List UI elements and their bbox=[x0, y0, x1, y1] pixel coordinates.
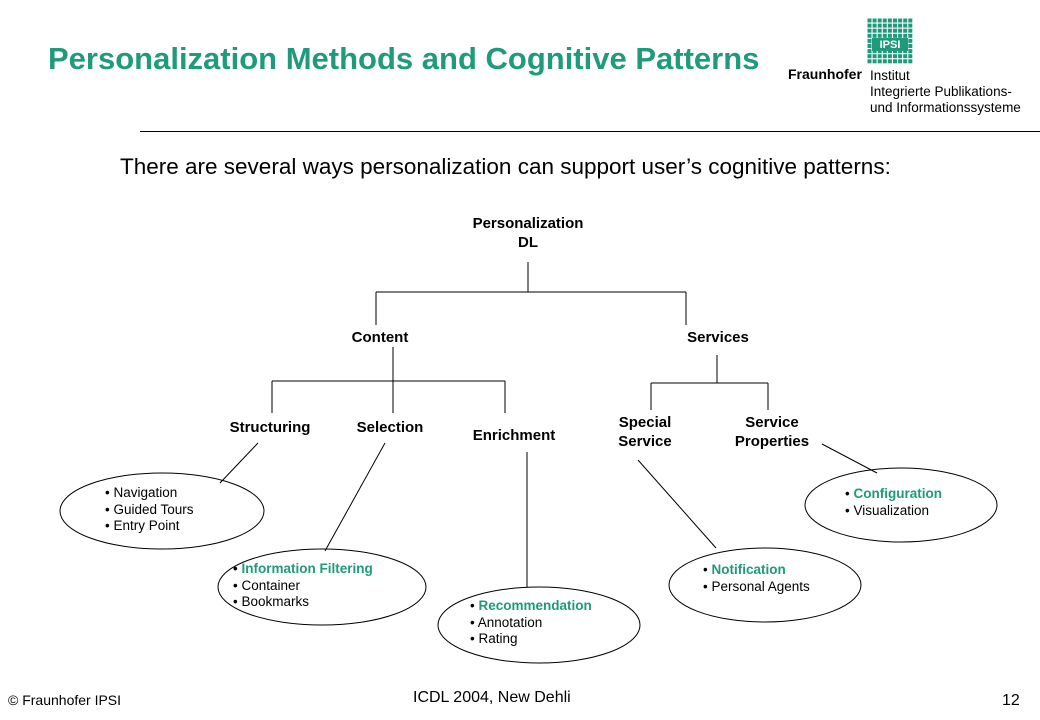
connector bbox=[637, 459, 717, 549]
oval-enrichment-list: • Recommendation • Annotation • Rating bbox=[470, 598, 592, 648]
node-props-line1: Service bbox=[745, 414, 799, 431]
slide-title: Personalization Methods and Cognitive Pa… bbox=[48, 41, 760, 76]
highlight-item: Configuration bbox=[853, 486, 942, 501]
connector bbox=[219, 442, 259, 484]
node-root-line1: Personalization bbox=[472, 215, 584, 232]
oval-special-service-list: • Notification • Personal Agents bbox=[703, 562, 810, 595]
title-divider bbox=[140, 131, 1040, 132]
footer-copyright: © Fraunhofer IPSI bbox=[8, 692, 122, 708]
node-content: Content bbox=[351, 329, 409, 346]
bullet: • bbox=[470, 598, 479, 613]
list-item: • Guided Tours bbox=[105, 501, 194, 517]
connector bbox=[324, 442, 386, 552]
node-selection: Selection bbox=[356, 419, 424, 436]
node-special-line1: Special bbox=[618, 414, 672, 431]
list-item: • Annotation bbox=[470, 614, 543, 630]
list-item: • Visualization bbox=[845, 502, 930, 518]
list-item: • Configuration bbox=[845, 486, 942, 503]
oval-enrichment bbox=[437, 586, 641, 664]
node-special-line2: Service bbox=[618, 433, 672, 450]
logo-line-3: und Informationssysteme bbox=[870, 100, 1021, 115]
list-item: • Recommendation bbox=[470, 598, 592, 615]
node-props-line2: Properties bbox=[734, 433, 810, 450]
node-enrichment: Enrichment bbox=[472, 427, 556, 444]
intro-text: There are several ways personalization c… bbox=[120, 154, 891, 179]
footer-event: ICDL 2004, New Dehli bbox=[413, 689, 571, 706]
node-services: Services bbox=[687, 329, 749, 346]
oval-service-properties-list: • Configuration • Visualization bbox=[845, 486, 942, 519]
list-item: • Entry Point bbox=[105, 518, 180, 533]
logo-line-2: Integrierte Publikations- bbox=[870, 84, 1012, 99]
oval-selection-list: • Information Filtering • Container • Bo… bbox=[233, 561, 373, 611]
ipsi-logo-icon: IPSI bbox=[867, 18, 913, 64]
oval-selection bbox=[217, 548, 427, 626]
footer-page-number: 12 bbox=[1002, 692, 1020, 709]
logo-brand: Fraunhofer bbox=[788, 66, 862, 82]
highlight-item: Recommendation bbox=[478, 598, 592, 613]
list-item: • Rating bbox=[470, 631, 518, 646]
list-item: • Information Filtering bbox=[233, 561, 373, 578]
oval-structuring bbox=[59, 472, 265, 550]
oval-service-properties bbox=[804, 467, 998, 543]
highlight-item: Information Filtering bbox=[241, 561, 373, 576]
highlight-item: Notification bbox=[711, 562, 786, 577]
bullet: • bbox=[233, 561, 242, 576]
list-item: • Bookmarks bbox=[233, 594, 309, 609]
connector bbox=[821, 443, 878, 474]
list-item: • Navigation bbox=[105, 485, 178, 500]
node-personalization-dl: Personalization DL bbox=[448, 214, 608, 252]
logo-institute-text: Institut Integrierte Publikations- und I… bbox=[870, 68, 1021, 116]
list-item: • Personal Agents bbox=[703, 578, 810, 594]
node-special-service: Special Service bbox=[595, 413, 695, 451]
logo-line-1: Institut bbox=[870, 68, 910, 83]
oval-special-service bbox=[668, 547, 862, 623]
list-item: • Container bbox=[233, 577, 301, 593]
bullet: • bbox=[703, 562, 712, 577]
bullet: • bbox=[845, 486, 854, 501]
node-root-line2: DL bbox=[518, 234, 538, 251]
oval-structuring-list: • Navigation • Guided Tours • Entry Poin… bbox=[105, 485, 194, 535]
svg-text:IPSI: IPSI bbox=[880, 39, 901, 51]
node-service-properties: Service Properties bbox=[712, 413, 832, 451]
list-item: • Notification bbox=[703, 562, 810, 579]
node-structuring: Structuring bbox=[229, 419, 311, 436]
